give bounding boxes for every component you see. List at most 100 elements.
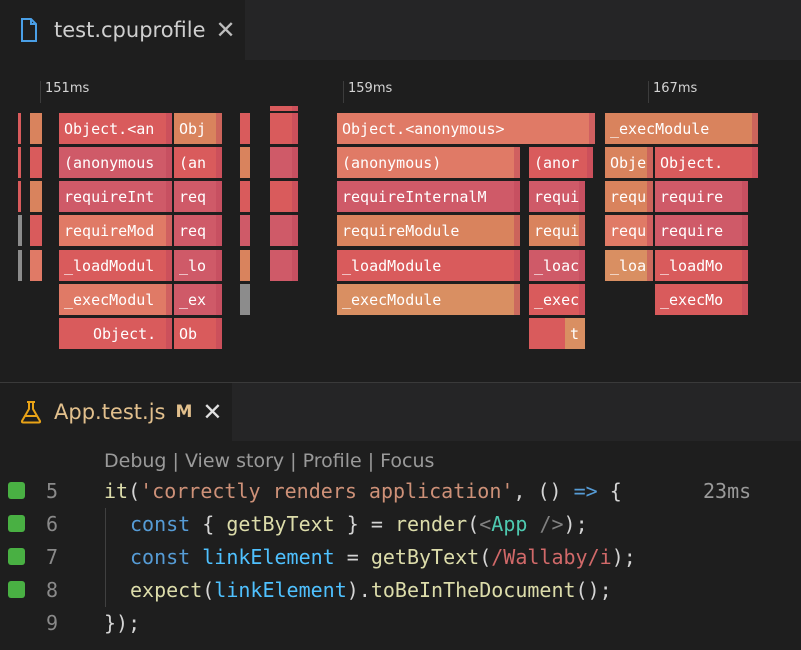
flame-frame[interactable] [529,181,585,212]
flame-frame[interactable] [30,181,42,212]
flame-frame[interactable] [18,215,22,246]
token-getbytext: getByText [370,545,480,569]
flame-frame[interactable] [18,147,21,178]
flame-frame[interactable] [174,215,222,246]
code-line-5: 5 it('correctly renders application', ()… [0,475,801,508]
flame-frame[interactable] [174,147,222,178]
flame-frame[interactable] [240,215,250,246]
flame-frame[interactable] [655,147,758,178]
flame-frame[interactable] [30,147,42,178]
flame-frame[interactable] [18,113,21,144]
coverage-marker [8,581,25,598]
token-punc: ( [467,512,480,536]
flame-frame[interactable] [59,215,172,246]
flame-frame[interactable] [240,181,250,212]
flame-frame[interactable] [30,113,42,144]
flame-frame-label: _execModul [64,291,154,309]
flame-frame[interactable] [337,113,595,144]
flame-frame[interactable] [655,181,748,212]
flame-frame-label: req [179,222,206,240]
flame-frame[interactable] [174,250,222,281]
flame-frame-shade [647,181,653,212]
flame-frame[interactable] [174,318,222,349]
flame-frame[interactable] [337,250,520,281]
flame-frame[interactable] [30,250,42,281]
codelens: Debug | View story | Profile | Focus [104,450,434,472]
flame-frame[interactable] [59,181,172,212]
flame-frame[interactable] [605,250,653,281]
flame-frame[interactable] [337,181,520,212]
codelens-debug[interactable]: Debug [104,450,167,472]
flame-frame[interactable] [240,113,250,144]
flame-frame-label: req [179,188,206,206]
flame-frame-shade [216,147,222,178]
flame-frame[interactable] [30,215,42,246]
flame-frame[interactable] [529,147,593,178]
flame-frame-label: require [660,188,723,206]
codelens-profile[interactable]: Profile [302,450,362,472]
flame-frame[interactable] [174,113,222,144]
flame-frame[interactable] [655,284,748,315]
flame-frame[interactable] [18,250,22,281]
flame-frame[interactable] [59,250,172,281]
flame-frame-shade [166,250,172,281]
flame-frame-label: _loa [610,257,646,275]
flame-frame[interactable] [605,113,758,144]
flame-frame[interactable] [605,181,653,212]
close-icon[interactable]: ✕ [215,16,236,44]
flame-frame[interactable] [240,250,250,281]
token-brace: { [597,479,622,503]
flame-frame[interactable] [605,147,653,178]
flame-frame-label: t [570,325,579,343]
code-editor[interactable]: Debug | View story | Profile | Focus 5 i… [0,441,801,650]
token-punc: { [190,512,227,536]
tab-profile[interactable]: test.cpuprofile ✕ [0,0,245,60]
flame-frame[interactable] [59,318,172,349]
flame-frame[interactable] [18,181,21,212]
token-punc: ); [611,545,636,569]
flame-frame[interactable] [605,215,653,246]
token-arrow: => [573,479,598,503]
flame-frame[interactable] [565,318,585,349]
flame-frame[interactable] [240,284,250,315]
indent-guide [105,541,106,574]
flame-frame[interactable] [337,284,520,315]
flame-frame[interactable] [655,250,748,281]
flame-frame[interactable] [59,147,172,178]
line-number: 9 [45,611,58,635]
token-jsx-open: < [479,512,492,536]
flame-frame[interactable] [174,181,222,212]
flame-frame[interactable] [174,284,222,315]
flame-frame-label: (anor [534,154,579,172]
flame-frame-label: requireModule [342,222,459,240]
flame-frame-shade [579,284,585,315]
codelens-view-story[interactable]: View story [184,450,285,472]
line-number: 7 [45,545,58,569]
flame-frame-label: requireInternalM [342,188,487,206]
tab-app-test-label: App.test.js [54,400,166,424]
flame-frame[interactable] [337,147,520,178]
flame-frame-shade [292,181,298,212]
flame-frame[interactable] [59,284,172,315]
flame-frame-shade [647,250,653,281]
close-icon[interactable]: ✕ [202,398,223,426]
flame-frame[interactable] [240,147,250,178]
flame-frame[interactable] [59,113,172,144]
token-linkelement: linkElement [214,578,347,602]
flame-frame[interactable] [270,106,298,111]
flame-frame[interactable] [529,284,585,315]
flame-frame-label: requi [534,188,579,206]
code-line-8: 8 expect(linkElement).toBeInTheDocument(… [0,574,801,607]
tab-app-test[interactable]: App.test.js M ✕ [0,383,232,441]
token-punc: ( [479,545,492,569]
flame-frame[interactable] [655,215,748,246]
flame-frame-shade [579,250,585,281]
flame-frame[interactable] [529,215,585,246]
flame-frame-shade [742,250,748,281]
codelens-focus[interactable]: Focus [380,450,435,472]
flame-frame[interactable] [337,215,520,246]
flame-frame[interactable] [529,250,585,281]
token-test-name: 'correctly renders application' [140,479,514,503]
token-comma: , [513,479,538,503]
